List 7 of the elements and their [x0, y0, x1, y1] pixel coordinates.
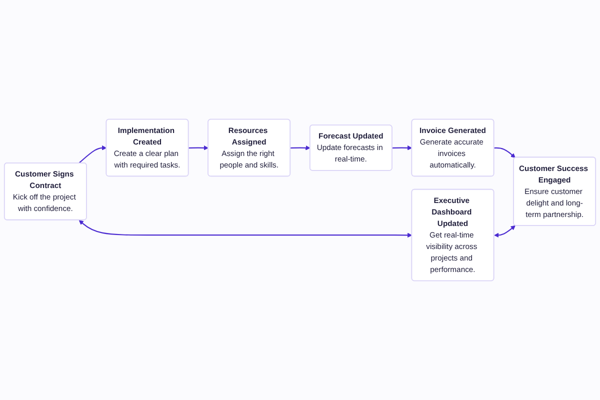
arrow — [494, 225, 516, 238]
arrow — [290, 145, 310, 150]
arrow — [78, 145, 107, 164]
arrow — [188, 145, 209, 150]
arrow — [78, 220, 412, 238]
arrow — [494, 147, 516, 158]
arrow — [392, 145, 412, 150]
